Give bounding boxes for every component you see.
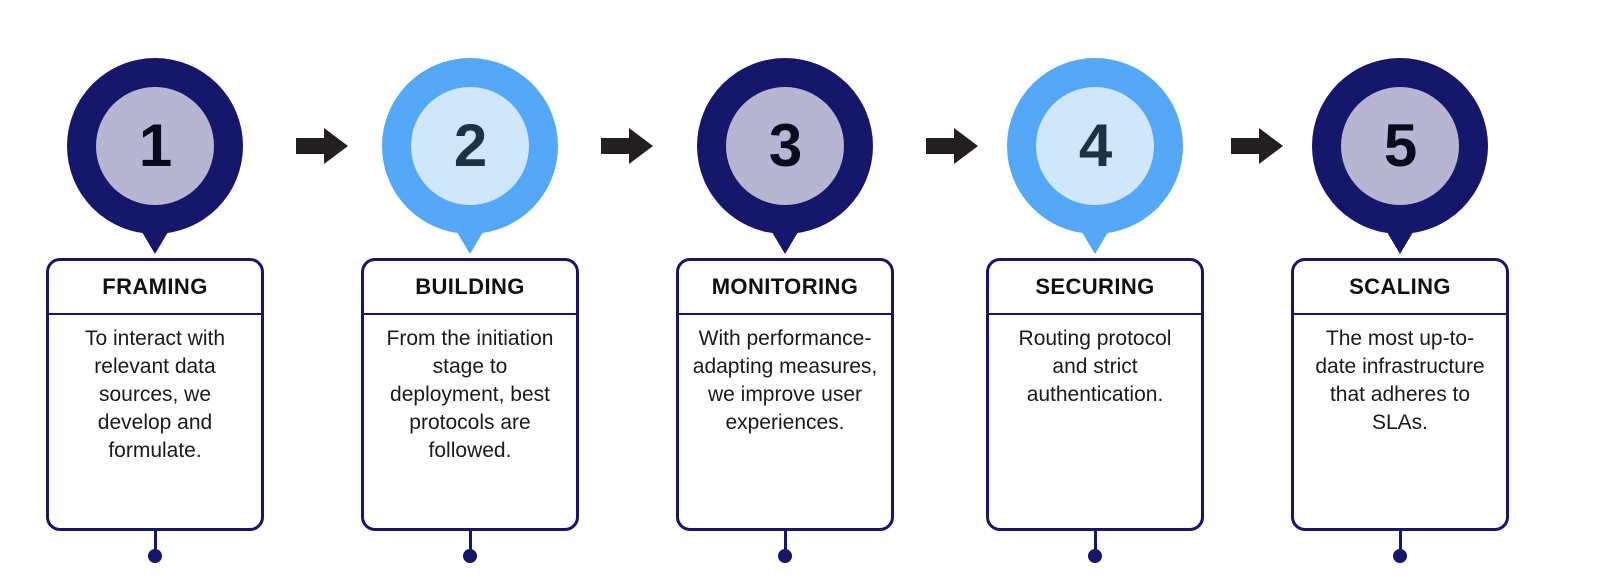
- step-card-title-2: BUILDING: [364, 261, 576, 315]
- step-card-5[interactable]: SCALING The most up-to-date infrastructu…: [1291, 258, 1509, 531]
- step-stem-5: [1399, 531, 1402, 551]
- arrow-right-icon-4: [1229, 124, 1285, 168]
- step-card-2[interactable]: BUILDING From the initiation stage to de…: [361, 258, 579, 531]
- step-marker-4[interactable]: 4: [1007, 58, 1183, 234]
- step-stem-3: [784, 531, 787, 551]
- step-card-description-5: The most up-to-date infrastructure that …: [1315, 327, 1485, 434]
- step-marker-5[interactable]: 5: [1312, 58, 1488, 234]
- step-number-4: 4: [1078, 112, 1112, 179]
- step-marker-3[interactable]: 3: [697, 58, 873, 234]
- step-marker-1[interactable]: 1: [67, 58, 243, 234]
- step-card-3[interactable]: MONITORING With performance-adapting mea…: [676, 258, 894, 531]
- step-card-description-2: From the initiation stage to deployment,…: [386, 327, 554, 462]
- arrow-right-icon-1: [294, 124, 350, 168]
- step-card-title-3: MONITORING: [679, 261, 891, 315]
- step-marker-inner-1: 1: [96, 87, 214, 205]
- step-number-5: 5: [1383, 112, 1417, 179]
- step-marker-tail-1: [136, 222, 174, 254]
- step-marker-inner-3: 3: [726, 87, 844, 205]
- step-card-description-1: To interact with relevant data sources, …: [84, 327, 226, 462]
- step-number-3: 3: [768, 112, 802, 179]
- step-stem-dot-2: [463, 549, 477, 563]
- step-stem-dot-4: [1088, 549, 1102, 563]
- process-step-3: 3 MONITORING With performance-adapting m…: [675, 0, 895, 587]
- process-step-4: 4 SECURING Routing protocol and strict a…: [985, 0, 1205, 587]
- step-card-description-3: With performance-adapting measures, we i…: [692, 327, 878, 434]
- step-stem-2: [469, 531, 472, 551]
- process-step-5: 5 SCALING The most up-to-date infrastruc…: [1290, 0, 1510, 587]
- step-stem-4: [1094, 531, 1097, 551]
- process-step-1: 1 FRAMING To interact with relevant data…: [45, 0, 265, 587]
- arrow-right-icon-2: [599, 124, 655, 168]
- process-step-2: 2 BUILDING From the initiation stage to …: [360, 0, 580, 587]
- step-card-description-4: Routing protocol and strict authenticati…: [1018, 327, 1172, 406]
- arrow-right-icon-3: [924, 124, 980, 168]
- step-card-title-1: FRAMING: [49, 261, 261, 315]
- step-card-1[interactable]: FRAMING To interact with relevant data s…: [46, 258, 264, 531]
- step-stem-dot-3: [778, 549, 792, 563]
- step-number-2: 2: [453, 112, 487, 179]
- step-marker-inner-5: 5: [1341, 87, 1459, 205]
- step-stem-1: [154, 531, 157, 551]
- step-marker-2[interactable]: 2: [382, 58, 558, 234]
- step-card-4[interactable]: SECURING Routing protocol and strict aut…: [986, 258, 1204, 531]
- step-card-title-5: SCALING: [1294, 261, 1506, 315]
- step-number-1: 1: [138, 112, 172, 179]
- step-marker-tail-3: [766, 222, 804, 254]
- step-stem-dot-1: [148, 549, 162, 563]
- step-marker-tail-4: [1076, 222, 1114, 254]
- step-card-title-4: SECURING: [989, 261, 1201, 315]
- step-marker-tail-2: [451, 222, 489, 254]
- step-marker-inner-4: 4: [1036, 87, 1154, 205]
- step-stem-dot-5: [1393, 549, 1407, 563]
- step-marker-inner-2: 2: [411, 87, 529, 205]
- step-marker-tail-5: [1381, 222, 1419, 254]
